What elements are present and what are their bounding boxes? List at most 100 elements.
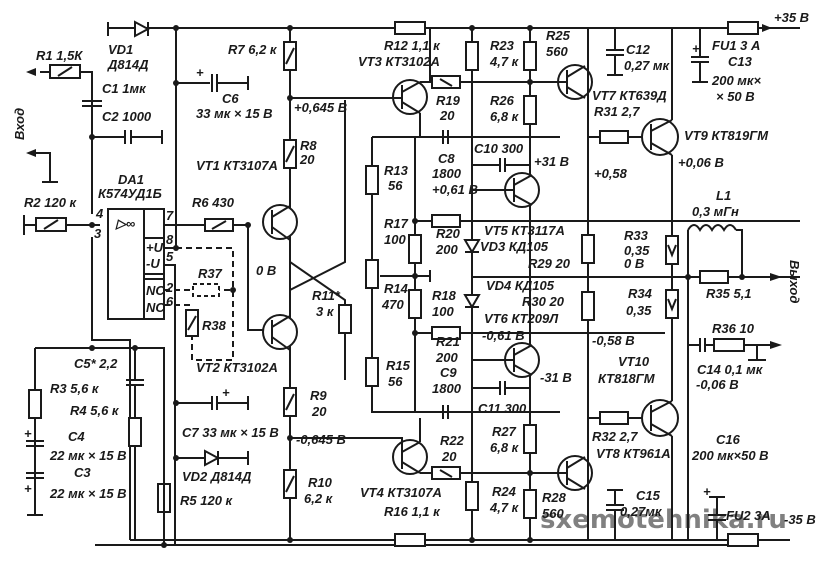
label-C8: C8: [438, 151, 455, 166]
plus-C16: +: [703, 484, 711, 499]
label-voltage-pos-006: +0,06 В: [678, 155, 724, 170]
label-voltage-neg-058: -0,58 В: [592, 333, 635, 348]
label-VT3: VT3 КТ3102А: [358, 54, 440, 69]
pin-2: 2: [165, 280, 174, 295]
label-R25: R25: [546, 28, 571, 43]
label-R16: R16 1,1 к: [384, 504, 441, 519]
label-DA1: DA1: [118, 172, 144, 187]
label-R33: R33: [624, 228, 649, 243]
label-R24: R24: [492, 484, 517, 499]
resistor-column-R7-R10: [283, 25, 297, 543]
label-voltage-pos-058: +0,58: [594, 166, 628, 181]
opamp-neg-supply: -U: [146, 256, 160, 271]
capacitor-C7: [173, 396, 249, 410]
label-R1: R1 1,5К: [36, 48, 83, 63]
label-R12: R12 1,1 к: [384, 38, 441, 53]
label-C13-val: 200 мк×: [711, 73, 762, 88]
label-R9: R9: [310, 388, 327, 403]
plus-C6: +: [196, 65, 204, 80]
opamp-pos-supply: +U: [146, 240, 164, 255]
label-R38: R38: [202, 318, 227, 333]
label-R27-val: 6,8 к: [490, 440, 520, 455]
resistor-R16: [394, 533, 426, 547]
transistor-VT5: [472, 172, 540, 208]
pin-6: 6: [166, 294, 174, 309]
capacitor-C13: [691, 28, 709, 83]
label-R22-val: 20: [441, 449, 457, 464]
label-VD2: VD2 Д814Д: [182, 469, 252, 484]
resistor-R36: [713, 338, 782, 361]
label-voltage-pos-0645: +0,645 В: [294, 100, 347, 115]
label-VT2: VT2 КТ3102А: [196, 360, 278, 375]
fuse-FU1: [727, 21, 772, 35]
label-R34-val: 0,35: [626, 303, 652, 318]
label-R8-val: 20: [299, 152, 315, 167]
pin-3: 3: [94, 226, 102, 241]
label-R28-val: 560: [542, 506, 564, 521]
label-R33-val: 0,35: [624, 243, 650, 258]
label-R21: R21: [436, 334, 460, 349]
label-C6-val: 33 мк × 15 В: [196, 106, 273, 121]
label-R34: R34: [628, 286, 653, 301]
capacitor-C9: [372, 405, 560, 419]
label-VT4: VT4 КТ3107А: [360, 485, 442, 500]
label-FU2: FU2 3А: [726, 508, 771, 523]
label-C4: C4: [68, 429, 85, 444]
label-R29: R29 20: [528, 256, 571, 271]
resistor-R20: [415, 214, 800, 228]
optional-R37-R38: [164, 247, 236, 361]
transistor-VT6: [472, 342, 540, 378]
label-R35: R35 5,1: [706, 286, 752, 301]
label-C5: C5* 2,2: [74, 356, 118, 371]
label-R10: R10: [308, 475, 333, 490]
label-R4: R4 5,6 к: [70, 403, 120, 418]
label-R32: R32 2,7: [592, 429, 638, 444]
label-supply-pos: +35 В: [774, 10, 809, 25]
label-C15: C15: [636, 488, 661, 503]
label-L1-val: 0,3 мГн: [692, 204, 739, 219]
resistor-R35: [685, 270, 782, 284]
capacitor-C6: [173, 25, 249, 92]
label-C12: C12: [626, 42, 651, 57]
label-R31: R31 2,7: [594, 104, 640, 119]
label-VT1: VT1 КТ3107А: [196, 158, 278, 173]
plus-C3: +: [24, 481, 32, 496]
label-R15: R15: [386, 358, 411, 373]
pin-5: 5: [166, 249, 174, 264]
label-R2: R2 120 к: [24, 195, 78, 210]
label-C10: C10 300: [474, 141, 524, 156]
capacitor-C12: [606, 28, 624, 76]
transistor-VT8: [530, 455, 593, 491]
label-voltage-0: 0 В: [256, 263, 276, 278]
capacitor-C16: [708, 496, 726, 540]
label-C13-val2: × 50 В: [716, 89, 755, 104]
label-R22: R22: [440, 433, 465, 448]
resistor-R34: [665, 289, 679, 319]
fuse-FU2: [727, 533, 759, 547]
plus-C7: +: [222, 385, 230, 400]
label-R7: R7 6,2 к: [228, 42, 278, 57]
label-R26: R26: [490, 93, 515, 108]
diode-VD3: [463, 239, 481, 254]
label-VD3: VD3 КД105: [480, 239, 549, 254]
label-R28: R28: [542, 490, 567, 505]
label-C2: C2 1000: [102, 109, 152, 124]
label-R9-val: 20: [311, 404, 327, 419]
label-C9-val: 1800: [432, 381, 462, 396]
label-C16-val: 200 мк×50 В: [691, 448, 769, 463]
label-R11: R11*: [312, 288, 341, 303]
labels: R1 1,5К VD1 Д814Д C1 1мк C2 1000 R7 6,2 …: [12, 10, 816, 535]
label-R20: R20: [436, 226, 461, 241]
resistor-R6: [204, 218, 268, 331]
opamp-symbol: ▷∞: [115, 216, 135, 231]
feedback-network: [26, 345, 171, 548]
label-VD1: VD1: [108, 42, 133, 57]
label-DA1-type: К574УД1Б: [98, 186, 162, 201]
transistor-VT7: [530, 64, 593, 100]
capacitor-C15: [606, 489, 624, 540]
capacitor-C8: [442, 130, 449, 144]
label-VT9: VT9 КТ819ГМ: [684, 128, 769, 143]
negative-rail: [95, 539, 790, 546]
label-R30: R30 20: [522, 294, 565, 309]
label-R19: R19: [436, 93, 461, 108]
